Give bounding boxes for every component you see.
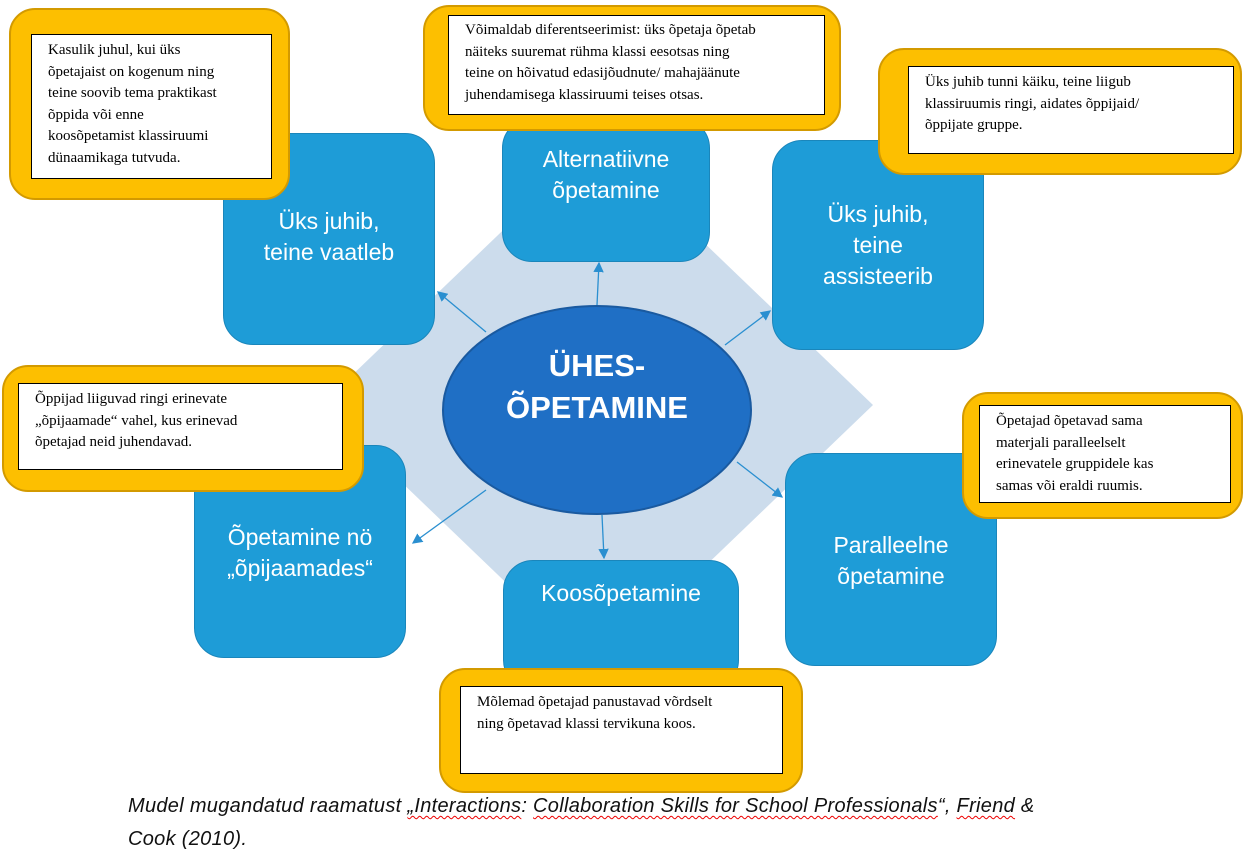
callout-text: Õppijad liiguvad ringi erinevate „õpijaam… xyxy=(18,383,343,470)
box-label: Üks juhib, xyxy=(827,201,929,227)
arrow xyxy=(598,514,609,560)
text-line: Kasulik juhul, kui üks xyxy=(48,42,181,58)
text-line: Õppijad liiguvad ringi erinevate xyxy=(35,391,228,407)
box-label: Õpetamine nö xyxy=(227,524,373,550)
callout-text: Mõlemad õpetajad panustavad võrdselt ning… xyxy=(460,686,783,774)
arrows xyxy=(411,261,784,560)
center-title: ÜHES- ÕPETAMINE xyxy=(443,345,751,429)
box-label: Alternatiivne xyxy=(542,146,670,172)
text-line: õppida või enne xyxy=(48,106,144,123)
text-line: samas või eraldi ruumis. xyxy=(996,477,1143,494)
box-label: teine vaatleb xyxy=(263,239,395,265)
callout-text: Kasulik juhul, kui üks õpetajaist on koge… xyxy=(31,34,272,179)
model-box-one-teach-one-assist: Üks juhib, teine assisteerib xyxy=(772,140,984,350)
text-line: ning õpetavad klassi tervikuna koos. xyxy=(477,715,696,732)
model-box-parallel: Paralleelne õpetamine xyxy=(785,453,997,666)
caption: Mudel mugandatud raamatust „Interactions… xyxy=(128,795,1035,818)
box-label: õpetamine xyxy=(837,563,945,589)
arrow xyxy=(736,461,784,498)
text-line: Mõlemad õpetajad panustavad võrdselt xyxy=(477,694,713,710)
arrow xyxy=(724,310,772,346)
center-ellipse xyxy=(442,305,752,515)
arrow xyxy=(593,261,604,306)
text-line: teine on hõivatud edasijõudnute/ mahajää… xyxy=(465,65,740,81)
box-label: Koosõpetamine xyxy=(541,580,701,606)
text-line: erinevatele gruppidele kas xyxy=(996,456,1154,472)
model-box-alternative: Alternatiivne õpetamine xyxy=(502,118,710,262)
callout-text: Üks juhib tunni käiku, teine liigub klass… xyxy=(908,66,1234,154)
text-line: Õpetajad õpetavad sama xyxy=(996,413,1143,429)
text-line: koosõpetamist klassiruumi xyxy=(48,128,209,144)
caption-text: & xyxy=(1015,795,1035,817)
text-line: õpetajad neid juhendavad. xyxy=(35,434,193,450)
callout-text: Õpetajad õpetavad sama materjali parallee… xyxy=(979,405,1231,503)
box-label: õpetamine xyxy=(552,177,660,203)
caption-text: “, xyxy=(937,795,957,817)
caption-text: „Interactions xyxy=(407,795,522,817)
caption-text: Friend xyxy=(956,795,1016,817)
text-line: teine soovib tema praktikast xyxy=(48,85,217,101)
text-line: õpetajaist on kogenum ning xyxy=(48,63,215,80)
box-label: teine xyxy=(853,232,903,258)
text-line: Võimaldab diferentseerimist: üks õpetaja… xyxy=(465,22,756,38)
text-line: dünaamikaga tutvuda. xyxy=(48,149,181,166)
center-title-line: ÕPETAMINE xyxy=(506,390,688,425)
caption-text: Collaboration Skills for School Professi… xyxy=(533,795,938,817)
text-line: Üks juhib tunni käiku, teine liigub xyxy=(925,74,1131,90)
text-line: juhendamisega klassiruumi teises otsas. xyxy=(465,86,704,103)
text-line: õppijate gruppe. xyxy=(925,117,1023,133)
box-label: assisteerib xyxy=(823,263,933,289)
center-title-line: ÜHES- xyxy=(548,348,646,383)
arrow xyxy=(437,291,487,333)
box-label: Paralleelne xyxy=(833,532,949,558)
text-line: materjali paralleelselt xyxy=(996,434,1126,451)
caption-line-2: Cook (2010). xyxy=(128,828,248,850)
box-label: Üks juhib, xyxy=(278,208,380,234)
text-line: klassiruumis ringi, aidates õppijaid/ xyxy=(925,95,1140,112)
arrow xyxy=(411,489,487,544)
box-label: „õpijaamades“ xyxy=(227,555,373,581)
callout-text: Võimaldab diferentseerimist: üks õpetaja… xyxy=(448,15,825,115)
text-line: „õpijaamade“ vahel, kus erinevad xyxy=(35,412,238,429)
text-line: näiteks suuremat rühma klassi eesotsas n… xyxy=(465,43,730,60)
caption-text: : xyxy=(521,795,528,817)
caption-text: Mudel mugandatud raamatust xyxy=(128,795,408,817)
model-box-one-teach-one-observe: Üks juhib, teine vaatleb xyxy=(223,133,435,345)
